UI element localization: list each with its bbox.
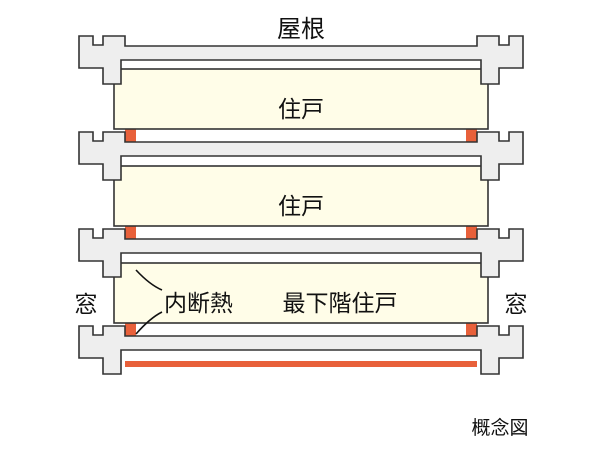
unit-upper-box [113,68,489,130]
unit-bottom-label: 最下階住戸 [283,291,398,317]
wall-insulation-right-2 [466,128,477,148]
insulation-label: 内断熱 [164,291,233,317]
floor-slabs [78,35,524,375]
leader-line-upper [135,269,163,291]
wall-insulation-right-4 [466,225,477,245]
floor-slab-3 [78,228,524,278]
wall-insulation-right-6 [466,322,477,342]
unit-middle-label: 住戸 [278,194,324,220]
unit-bottom-box [113,262,489,324]
unit-upper-label: 住戸 [278,97,324,123]
unit-middle-box [113,165,489,227]
window-label-right: 窓 [505,292,528,318]
wall-insulation-left-6 [125,322,136,342]
leader-line-lower [135,311,163,335]
wall-insulation-left-4 [125,225,136,245]
floor-slab-2 [78,131,524,181]
dwelling-units [113,68,489,324]
roof-label: 屋根 [277,15,325,43]
caption-label: 概念図 [471,416,528,439]
floor-insulation-bottom [125,361,477,367]
insulation-leaders [135,269,163,335]
floor-slab-1 [78,35,524,85]
wall-insulation-left-2 [125,128,136,148]
floor-slab-4 [78,325,524,375]
window-label-left: 窓 [75,292,98,318]
